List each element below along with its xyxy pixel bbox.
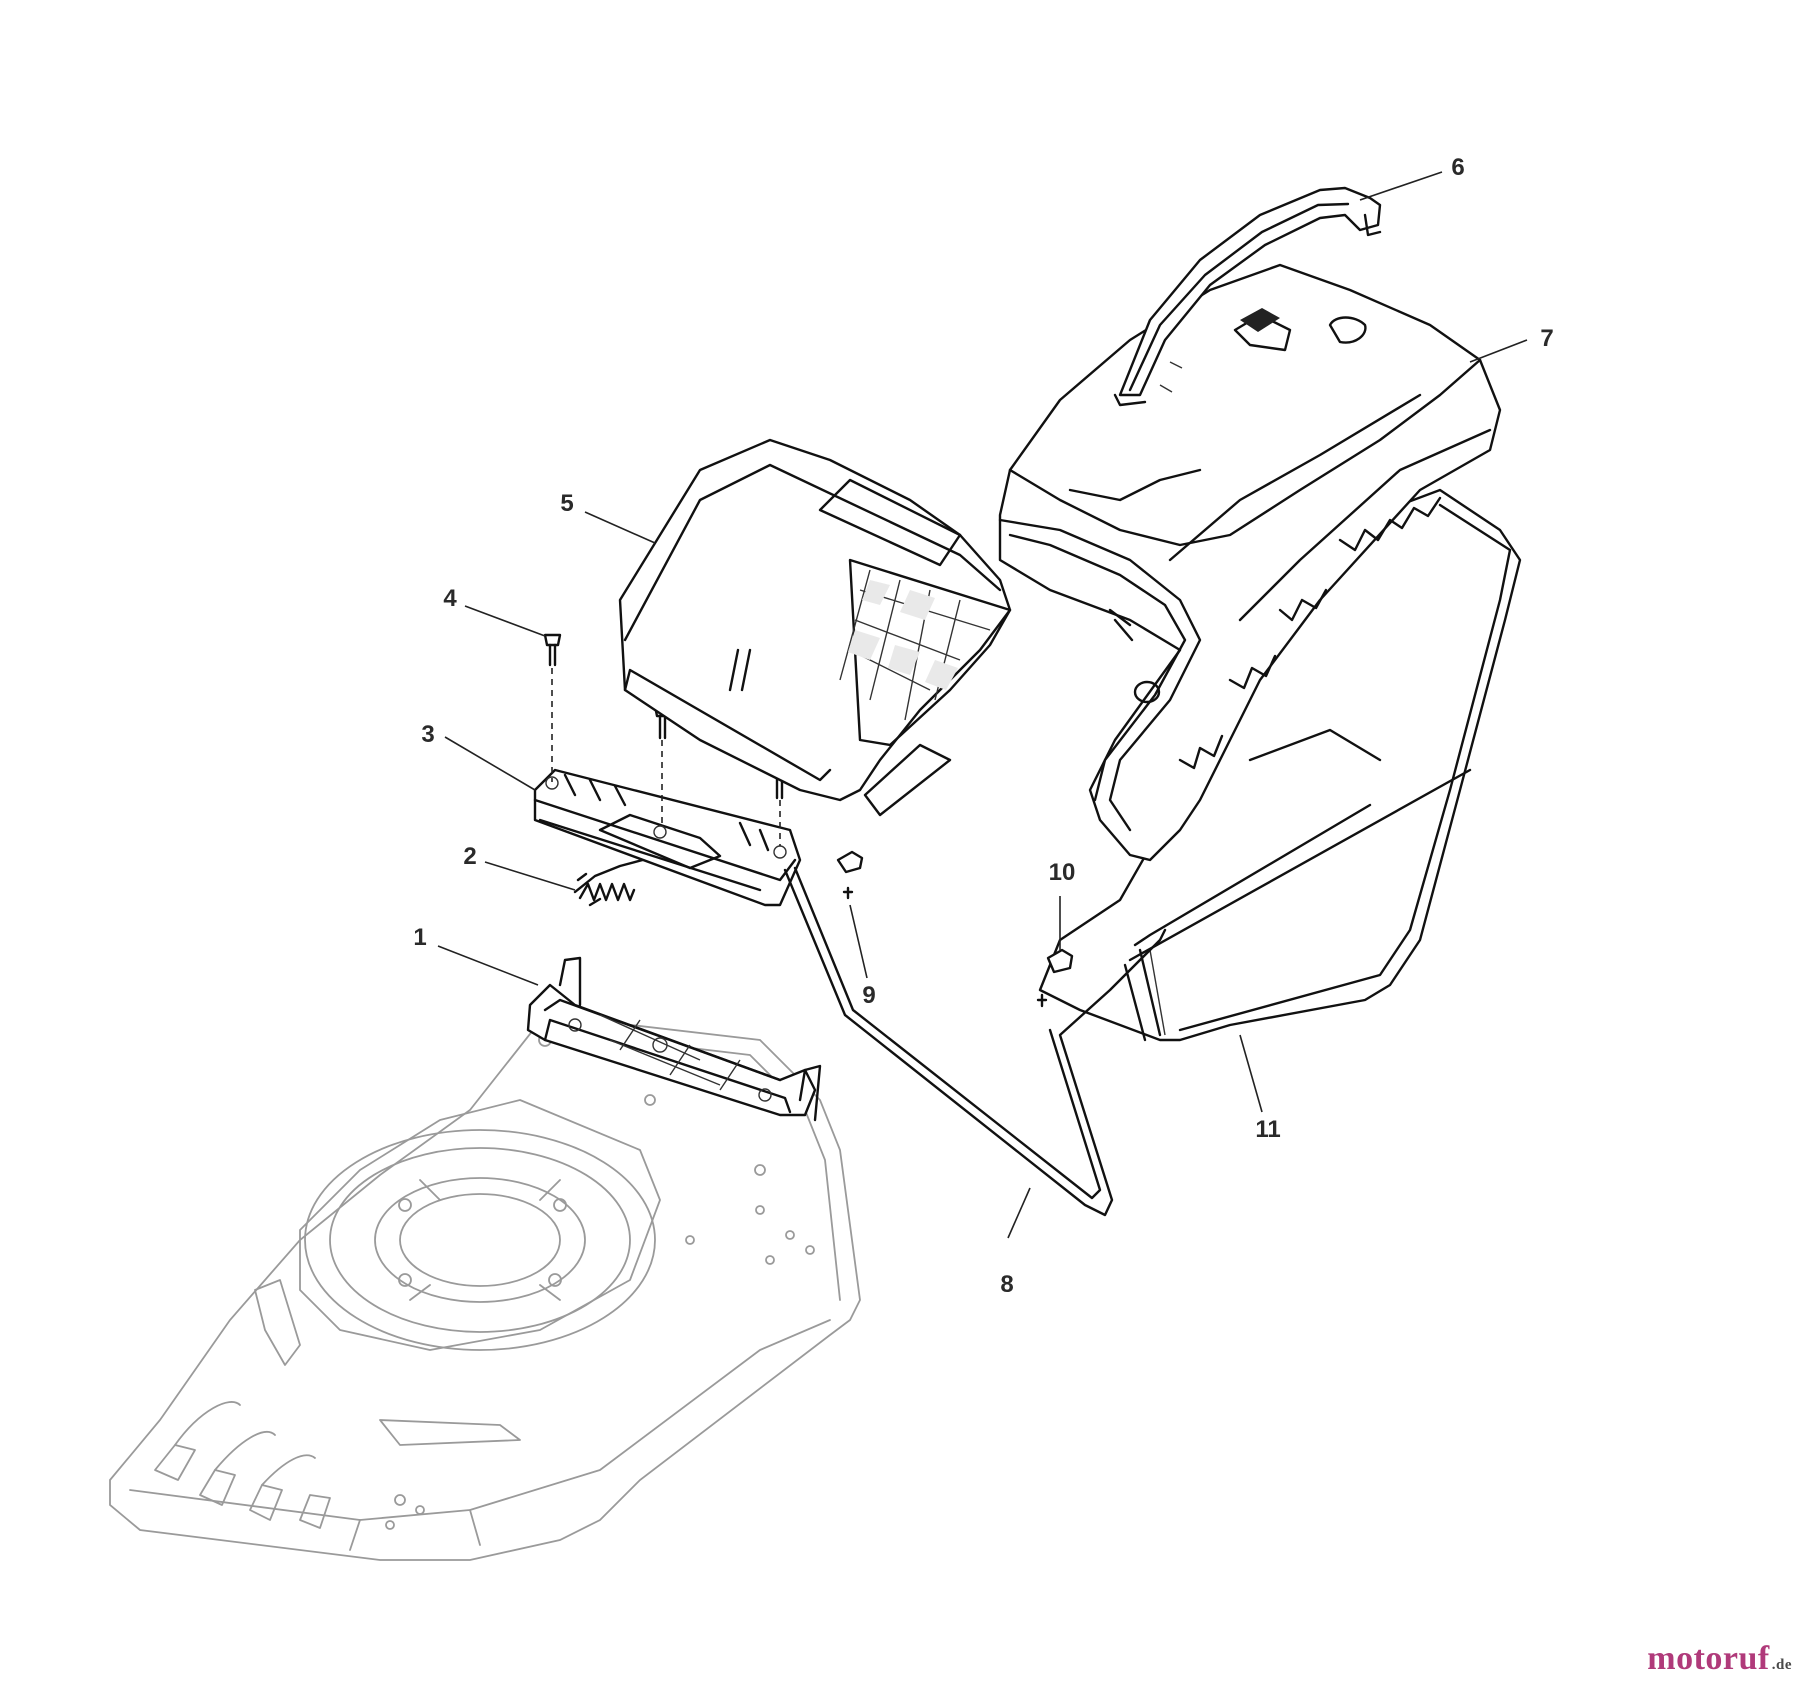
part-rear-flap bbox=[618, 438, 1012, 817]
callout-number-3: 3 bbox=[421, 721, 434, 748]
part-hinge-bracket bbox=[526, 956, 822, 1122]
part-clip-left bbox=[836, 850, 864, 900]
part-clip-right bbox=[1036, 948, 1074, 1008]
callout-2: 2 bbox=[463, 843, 576, 891]
callout-number-6: 6 bbox=[1451, 154, 1464, 181]
part-spring bbox=[573, 856, 652, 907]
callout-number-5: 5 bbox=[560, 490, 573, 517]
callout-number-2: 2 bbox=[463, 843, 476, 870]
callout-3: 3 bbox=[421, 721, 536, 791]
mower-deck bbox=[109, 1014, 861, 1561]
callout-8: 8 bbox=[1000, 1187, 1031, 1298]
callout-number-7: 7 bbox=[1540, 325, 1553, 352]
callout-5: 5 bbox=[560, 490, 656, 544]
part-frame-wire bbox=[783, 866, 1167, 1217]
callout-9: 9 bbox=[849, 904, 876, 1009]
part-flap-hinge bbox=[533, 768, 802, 907]
watermark-tld: .de bbox=[1771, 1657, 1792, 1673]
part-handle bbox=[1113, 186, 1382, 407]
callout-number-8: 8 bbox=[1000, 1271, 1013, 1298]
callout-number-10: 10 bbox=[1049, 859, 1076, 886]
callout-1: 1 bbox=[413, 924, 539, 986]
callout-6: 6 bbox=[1359, 154, 1465, 201]
callout-number-1: 1 bbox=[413, 924, 426, 951]
watermark-logo: motoruf.de bbox=[1647, 1640, 1792, 1678]
callout-number-11: 11 bbox=[1255, 1116, 1280, 1143]
callout-4: 4 bbox=[443, 585, 546, 637]
callout-10: 10 bbox=[1049, 859, 1076, 950]
callout-7: 7 bbox=[1469, 325, 1554, 363]
part-bag-cover bbox=[998, 263, 1502, 862]
callout-number-4: 4 bbox=[443, 585, 457, 612]
watermark-brand: motoruf bbox=[1647, 1640, 1770, 1677]
callout-number-9: 9 bbox=[862, 982, 875, 1009]
callout-11: 11 bbox=[1239, 1034, 1281, 1143]
